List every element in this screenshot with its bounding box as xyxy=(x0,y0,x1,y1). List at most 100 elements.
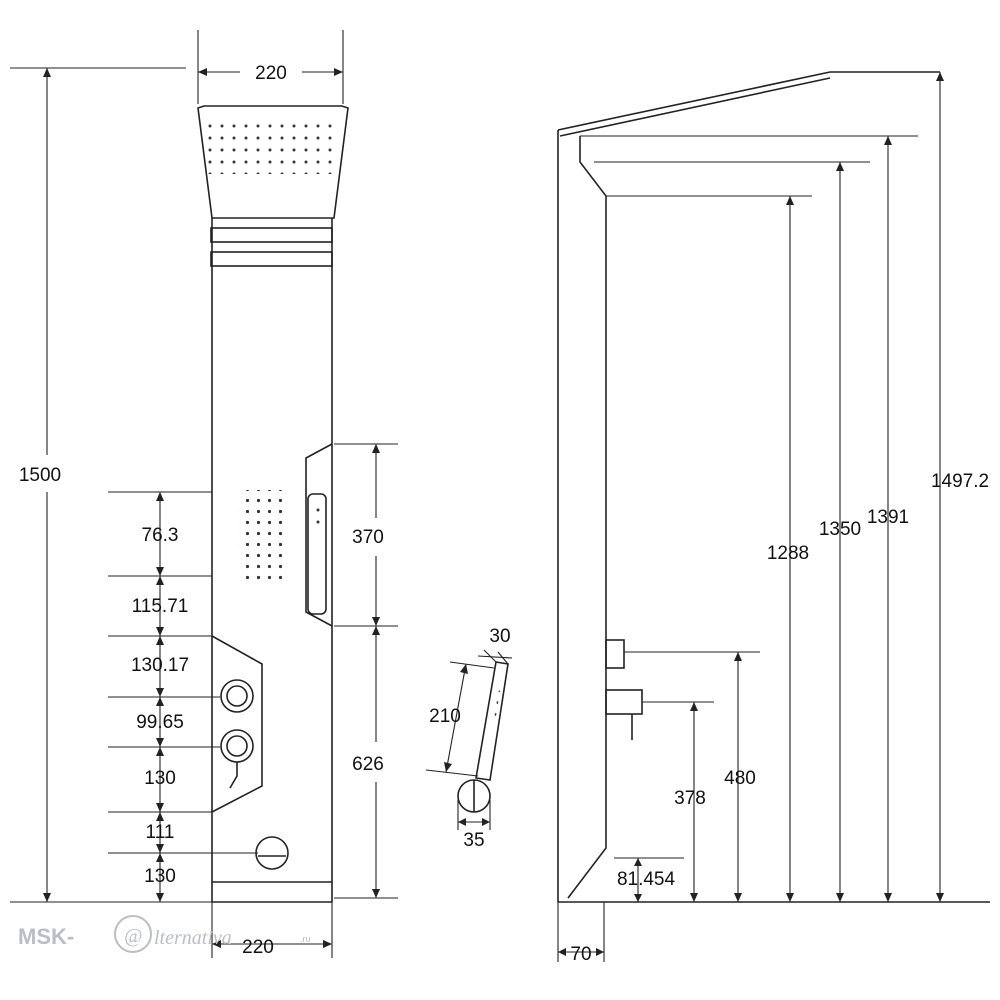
label-hand-shower-width: 30 xyxy=(489,626,510,647)
upper-knob-inner xyxy=(226,685,248,707)
label-depth: 70 xyxy=(570,944,591,965)
arrow-depth-left xyxy=(558,948,566,956)
side-valve-upper xyxy=(605,639,625,669)
right-arrow-1b xyxy=(372,617,380,626)
label-segment-5: 130 xyxy=(144,768,176,789)
watermark-suffix: .ru xyxy=(300,934,311,944)
arrow-bottom-width-right xyxy=(323,940,332,948)
arrow-1350-top xyxy=(836,162,844,171)
neck-band-upper xyxy=(210,227,333,243)
label-total-height: 1500 xyxy=(19,465,61,486)
arrow-210-bottom xyxy=(444,762,452,772)
arrow-1391-top xyxy=(884,136,892,145)
hand-shower-detail-nozzles xyxy=(488,689,500,717)
hand-shower-nozzles xyxy=(313,500,321,530)
control-plate xyxy=(211,635,263,813)
watermark-at: @ xyxy=(124,925,142,947)
seg-arrow-5a xyxy=(156,747,164,756)
label-bottom-width: 220 xyxy=(242,937,274,958)
side-view: 1497.2 1391 1350 1288 480 378 81.454 70 xyxy=(557,71,990,965)
label-height-1350: 1350 xyxy=(819,519,861,540)
label-segment-4: 99.65 xyxy=(136,712,184,733)
seg-arrow-1a xyxy=(156,492,164,501)
seg-arrow-3b xyxy=(156,688,164,697)
dim-210-line xyxy=(445,663,467,773)
arrow-378-bottom xyxy=(690,893,698,902)
ext-30-left xyxy=(483,649,497,663)
seg-arrow-6b xyxy=(156,844,164,853)
label-lower-zone: 626 xyxy=(352,754,384,775)
watermark-script: lternativa xyxy=(154,927,232,949)
head-shower-nozzles xyxy=(208,116,336,174)
label-segment-7: 130 xyxy=(144,866,176,887)
ext-210-top xyxy=(449,661,495,669)
arrow-378-top xyxy=(690,702,698,711)
arrow-480-top xyxy=(734,652,742,661)
arrow-210-top xyxy=(460,664,468,674)
seg-arrow-4b xyxy=(156,738,164,747)
seg-arrow-5b xyxy=(156,803,164,812)
label-segment-3: 130.17 xyxy=(131,655,189,676)
body-jets xyxy=(238,490,288,580)
diverter-knob xyxy=(255,836,289,870)
label-height-1497: 1497.2 xyxy=(931,471,989,492)
seg-arrow-7b xyxy=(156,893,164,902)
seg-arrow-1b xyxy=(156,567,164,576)
watermark-prefix: MSK- xyxy=(18,924,74,949)
label-height-480: 480 xyxy=(724,768,756,789)
label-height-1288: 1288 xyxy=(767,543,809,564)
arrow-depth-right xyxy=(596,948,604,956)
label-segment-1: 76.3 xyxy=(142,525,179,546)
arrow-top-width-right xyxy=(334,68,343,76)
arrow-480-bottom xyxy=(734,893,742,902)
arrow-total-top xyxy=(43,68,51,77)
label-hand-shower-base: 35 xyxy=(463,830,484,851)
arrow-35-left xyxy=(458,818,466,826)
label-height-81: 81.454 xyxy=(617,869,676,890)
arrow-1288-bottom xyxy=(786,893,794,902)
arrow-top-width-left xyxy=(198,68,207,76)
side-valve-lower xyxy=(605,689,643,715)
arrow-81-top xyxy=(634,858,642,866)
right-arrow-1a xyxy=(372,444,380,453)
arrow-1288-top xyxy=(786,196,794,205)
label-height-1391: 1391 xyxy=(867,507,909,528)
arrow-1350-bottom xyxy=(836,893,844,902)
label-top-width: 220 xyxy=(255,63,287,84)
lever-handle xyxy=(229,762,238,789)
neck-band-lower xyxy=(210,251,333,267)
lower-knob-outer xyxy=(220,729,254,763)
right-arrow-2b xyxy=(372,889,380,898)
label-segment-6: 111 xyxy=(146,822,175,843)
front-view: 220 220 1500 xyxy=(10,30,398,958)
segment-dimension-chain: 76.3 115.71 130.17 99.65 130 111 130 xyxy=(108,491,258,902)
watermark-at-ring xyxy=(114,915,152,953)
arrow-35-right xyxy=(482,818,490,826)
arrow-1497-bottom xyxy=(936,893,944,902)
watermark: MSK- @ lternativa .ru xyxy=(18,915,311,953)
hand-shower-handle xyxy=(475,661,509,781)
seg-arrow-7a xyxy=(156,853,164,862)
ext-210-bottom xyxy=(425,769,479,777)
panel-foot xyxy=(212,881,332,903)
right-dimension-chain: 370 626 xyxy=(334,443,398,899)
arrow-bottom-width-left xyxy=(212,940,221,948)
arrow-1391-bottom xyxy=(884,893,892,902)
lower-knob-inner xyxy=(226,735,248,757)
seg-arrow-3a xyxy=(156,636,164,645)
side-head-top xyxy=(557,71,940,131)
seg-arrow-2a xyxy=(156,576,164,585)
hand-shower-front xyxy=(307,493,327,615)
arrow-total-bottom xyxy=(43,893,51,902)
label-segment-2: 115.71 xyxy=(132,596,189,617)
arrow-1497-top xyxy=(936,72,944,81)
seg-arrow-6a xyxy=(156,812,164,821)
panel-body xyxy=(211,218,333,902)
label-height-378: 378 xyxy=(674,788,706,809)
label-hand-shower-length: 210 xyxy=(429,706,461,727)
side-upper-profile xyxy=(567,136,607,899)
label-hand-shower-zone: 370 xyxy=(352,527,384,548)
hand-shower-detail: 30 210 35 xyxy=(425,626,513,851)
